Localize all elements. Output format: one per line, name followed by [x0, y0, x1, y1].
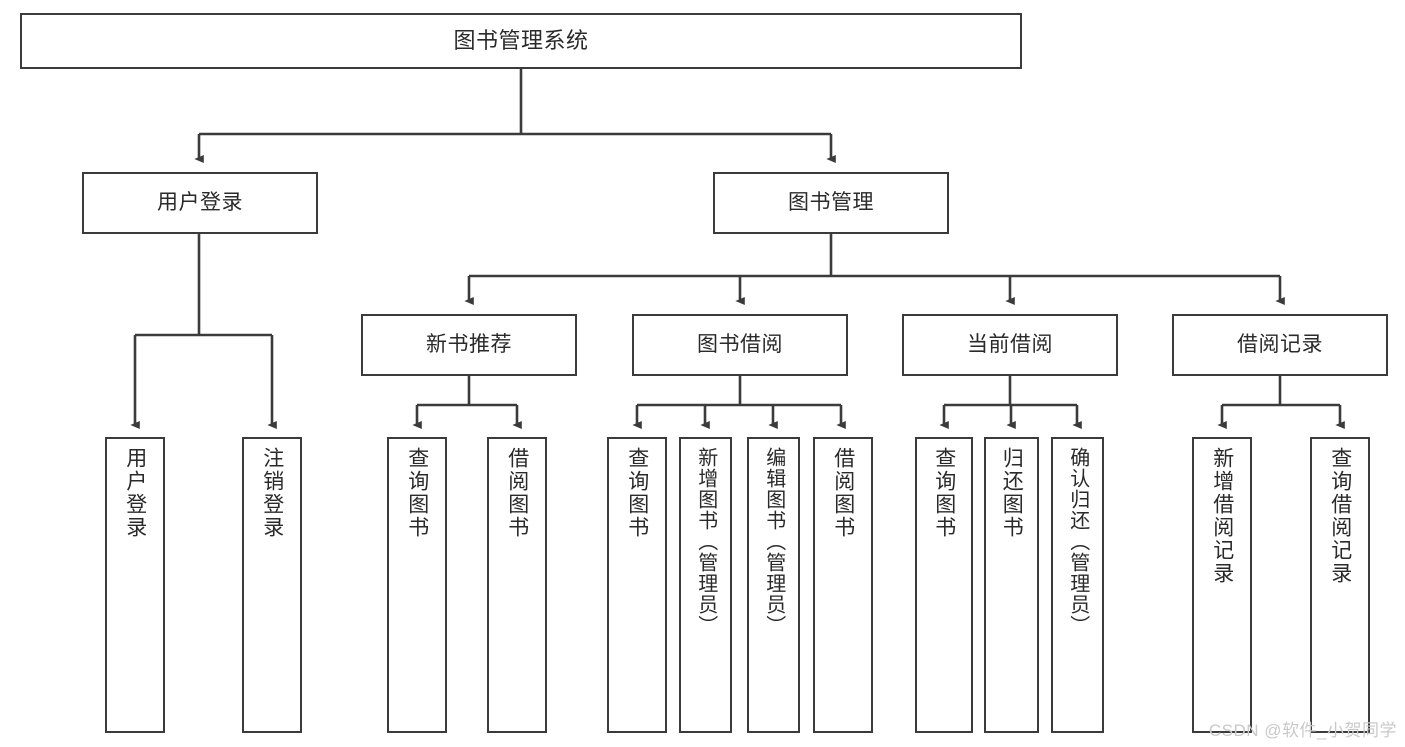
node-leaf-borrow-book-1-label: 借阅图书 — [505, 447, 529, 539]
node-leaf-confirm-return[interactable]: 确认归还（管理员） — [1051, 437, 1104, 733]
node-leaf-query-book-1[interactable]: 查询图书 — [387, 437, 447, 733]
node-leaf-query-record-label: 查询借阅记录 — [1328, 447, 1352, 585]
node-leaf-query-book-2[interactable]: 查询图书 — [607, 437, 667, 733]
node-leaf-return-book[interactable]: 归还图书 — [984, 437, 1039, 733]
node-leaf-query-book-3[interactable]: 查询图书 — [915, 437, 973, 733]
node-book-borrow[interactable]: 图书借阅 — [632, 314, 848, 376]
node-leaf-add-book[interactable]: 新增图书（管理员） — [679, 437, 732, 733]
node-user-login[interactable]: 用户登录 — [82, 172, 318, 234]
node-book-manage[interactable]: 图书管理 — [713, 172, 949, 234]
node-leaf-add-book-label: 新增图书（管理员） — [694, 447, 717, 636]
node-leaf-logout-login[interactable]: 注销登录 — [242, 437, 302, 733]
node-leaf-return-book-label: 归还图书 — [1000, 447, 1024, 539]
node-leaf-query-record[interactable]: 查询借阅记录 — [1310, 437, 1370, 733]
node-leaf-query-book-3-label: 查询图书 — [932, 447, 956, 539]
node-leaf-user-login-label: 用户登录 — [123, 447, 147, 539]
node-current-borrow[interactable]: 当前借阅 — [902, 314, 1118, 376]
node-root-system[interactable]: 图书管理系统 — [20, 13, 1022, 69]
node-leaf-confirm-return-label: 确认归还（管理员） — [1066, 447, 1089, 636]
node-leaf-edit-book[interactable]: 编辑图书（管理员） — [747, 437, 800, 733]
node-book-borrow-label: 图书借阅 — [697, 332, 783, 356]
node-leaf-borrow-book-2[interactable]: 借阅图书 — [813, 437, 873, 733]
node-leaf-edit-book-label: 编辑图书（管理员） — [762, 447, 785, 636]
node-borrow-record[interactable]: 借阅记录 — [1172, 314, 1388, 376]
node-book-manage-label: 图书管理 — [788, 190, 874, 214]
node-root-system-label: 图书管理系统 — [453, 28, 589, 54]
node-leaf-add-record[interactable]: 新增借阅记录 — [1192, 437, 1252, 733]
node-leaf-borrow-book-2-label: 借阅图书 — [831, 447, 855, 539]
node-leaf-user-login[interactable]: 用户登录 — [105, 437, 165, 733]
node-user-login-label: 用户登录 — [157, 190, 243, 214]
node-leaf-query-book-2-label: 查询图书 — [625, 447, 649, 539]
node-leaf-logout-login-label: 注销登录 — [260, 447, 284, 539]
node-leaf-borrow-book-1[interactable]: 借阅图书 — [487, 437, 547, 733]
node-current-borrow-label: 当前借阅 — [967, 332, 1053, 356]
node-new-book-recommend[interactable]: 新书推荐 — [361, 314, 577, 376]
node-borrow-record-label: 借阅记录 — [1237, 332, 1323, 356]
node-leaf-query-book-1-label: 查询图书 — [405, 447, 429, 539]
node-leaf-add-record-label: 新增借阅记录 — [1210, 447, 1234, 585]
node-new-book-recommend-label: 新书推荐 — [426, 332, 512, 356]
csdn-watermark: CSDN @软件_小贺同学 — [1208, 721, 1397, 740]
